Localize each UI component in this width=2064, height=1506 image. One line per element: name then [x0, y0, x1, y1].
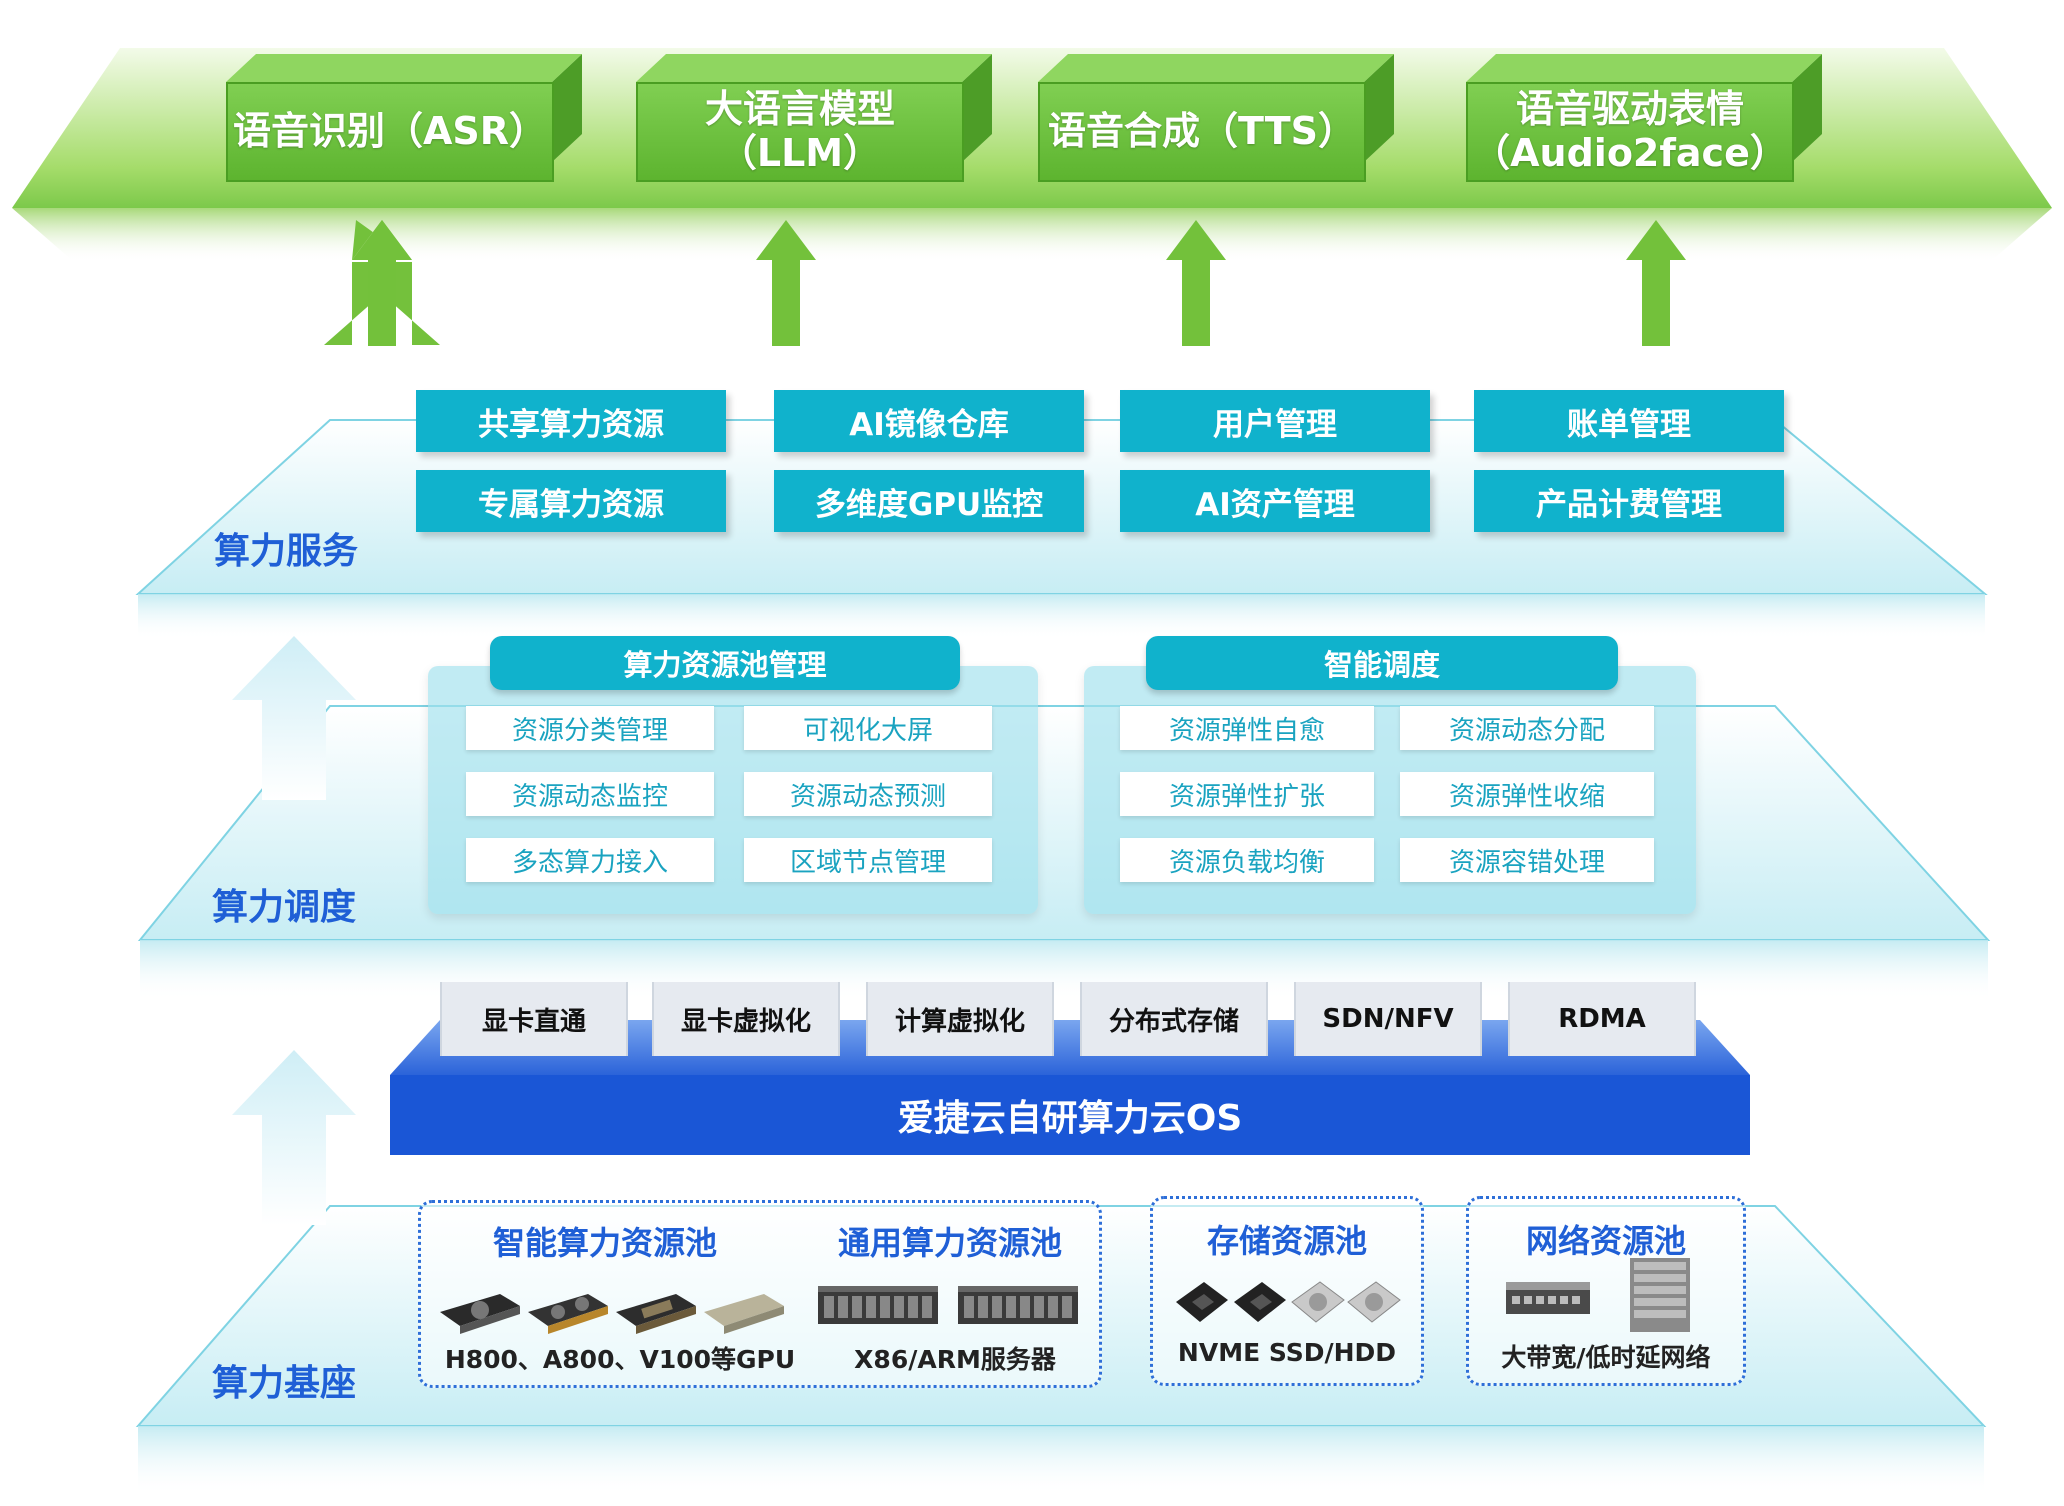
smart-sched-item: 资源弹性收缩 [1400, 772, 1654, 816]
switch-icon [1506, 1282, 1590, 1314]
gpu-card-icon [616, 1294, 696, 1334]
smart-sched-item: 资源容错处理 [1400, 838, 1654, 882]
layer-label-schedule: 算力调度 [212, 887, 357, 928]
top-platform-fade [12, 208, 2052, 262]
smart-sched-item: 资源弹性扩张 [1120, 772, 1374, 816]
gpu-card-icon [704, 1294, 784, 1334]
general-pool-title: 通用算力资源池 [837, 1224, 1062, 1262]
ssd-icon [1234, 1282, 1286, 1322]
app-box-3d-side [636, 54, 992, 162]
ai-pool-title: 智能算力资源池 [492, 1224, 717, 1262]
smart-sched-item: 资源弹性自愈 [1120, 706, 1374, 750]
servers-icon [818, 1286, 1078, 1324]
service-user-mgmt: 用户管理 [1120, 390, 1430, 452]
base-up-arrow [232, 1050, 356, 1225]
os-module-sdn-nfv: SDN/NFV [1294, 982, 1482, 1056]
gpu-card-icon [440, 1294, 520, 1334]
os-module-rdma: RDMA [1508, 982, 1696, 1056]
service-shared-compute: 共享算力资源 [416, 390, 726, 452]
service-gpu-monitor: 多维度GPU监控 [774, 470, 1084, 532]
os-module-distributed-storage: 分布式存储 [1080, 982, 1268, 1056]
service-layer-fade [138, 594, 1985, 640]
layer-label-service: 算力服务 [214, 531, 359, 572]
service-dedicated-compute: 专属算力资源 [416, 470, 726, 532]
storage-pool-caption: NVME SSD/HDD [1177, 1338, 1397, 1367]
smart-sched-item: 资源动态分配 [1400, 706, 1654, 750]
server-icon [958, 1286, 1078, 1324]
general-pool-caption: X86/ARM服务器 [854, 1345, 1056, 1374]
os-module-compute-virtualization: 计算虚拟化 [866, 982, 1054, 1056]
pool-mgmt-item: 资源动态预测 [744, 772, 992, 816]
service-product-pricing: 产品计费管理 [1474, 470, 1784, 532]
network-devices-icon [1506, 1258, 1690, 1332]
hdd-icon [1291, 1281, 1345, 1323]
app-box-3d-side [226, 54, 582, 162]
service-ai-image-repo: AI镜像仓库 [774, 390, 1084, 452]
os-module-gpu-passthrough: 显卡直通 [440, 982, 628, 1056]
pool-mgmt-item: 多态算力接入 [466, 838, 714, 882]
gpu-card-icon [528, 1294, 608, 1334]
smart-sched-title: 智能调度 [1146, 636, 1618, 690]
hdd-icon [1347, 1281, 1401, 1323]
pool-mgmt-item: 资源分类管理 [466, 706, 714, 750]
pool-mgmt-item: 可视化大屏 [744, 706, 992, 750]
rack-server-icon [1630, 1258, 1690, 1332]
ai-pool-caption: H800、A800、V100等GPU [444, 1345, 796, 1374]
os-module-gpu-virtualization: 显卡虚拟化 [652, 982, 840, 1056]
pool-mgmt-item: 区域节点管理 [744, 838, 992, 882]
os-bar: 爱捷云自研算力云OS [390, 1075, 1750, 1155]
gpu-cards-icon [440, 1294, 784, 1334]
storage-pool-title: 存储资源池 [1206, 1222, 1367, 1260]
pool-mgmt-item: 资源动态监控 [466, 772, 714, 816]
pool-mgmt-title: 算力资源池管理 [490, 636, 960, 690]
schedule-up-arrow [232, 636, 356, 800]
service-billing-mgmt: 账单管理 [1474, 390, 1784, 452]
smart-sched-item: 资源负载均衡 [1120, 838, 1374, 882]
server-icon [818, 1286, 938, 1324]
layer-label-base: 算力基座 [212, 1363, 357, 1404]
disks-icon [1176, 1281, 1401, 1323]
ssd-icon [1176, 1282, 1228, 1322]
network-pool-caption: 大带宽/低时延网络 [1501, 1343, 1711, 1372]
base-layer-fade [138, 1426, 1984, 1495]
network-pool-title: 网络资源池 [1525, 1222, 1686, 1260]
app-box-3d-side [1466, 54, 1822, 162]
app-box-3d-side [1038, 54, 1394, 162]
service-ai-asset-mgmt: AI资产管理 [1120, 470, 1430, 532]
